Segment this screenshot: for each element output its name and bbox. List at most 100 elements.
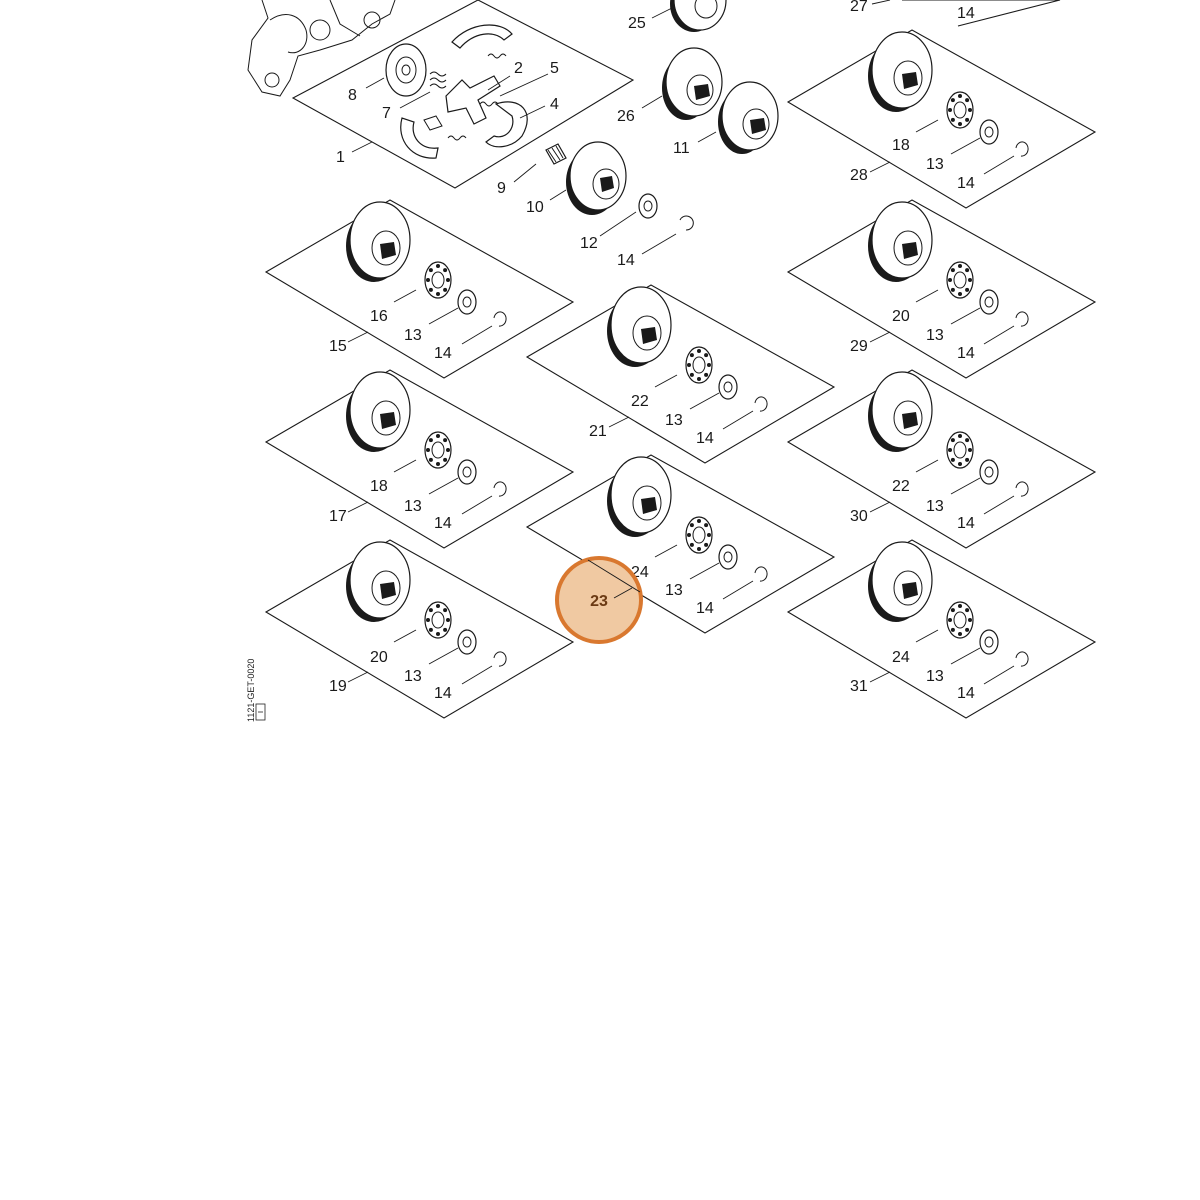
callout-13: 13 <box>926 498 944 515</box>
clutch-drum-part <box>610 286 672 364</box>
washer-part <box>457 289 477 315</box>
callout-1: 1 <box>336 149 345 166</box>
clutch-drum-part <box>349 201 411 279</box>
clutch-assembly-panel <box>247 0 677 255</box>
spring-part <box>429 71 447 89</box>
kit-outline <box>786 539 1097 719</box>
washer-part <box>979 289 999 315</box>
kit-outline <box>525 284 836 464</box>
clutch-drum-part <box>871 201 933 279</box>
clutch-drum-part <box>349 371 411 449</box>
kit-panel-19 <box>264 539 575 719</box>
callout-20: 20 <box>892 308 910 325</box>
kit-panel-21 <box>525 284 836 464</box>
callout-13: 13 <box>926 156 944 173</box>
kit-outline <box>786 199 1097 379</box>
leader-line-23 <box>587 559 641 593</box>
callout-24: 24 <box>892 649 910 666</box>
callout-2: 2 <box>514 60 523 77</box>
e-clip-part <box>1015 311 1029 327</box>
clutch-drum-part <box>871 371 933 449</box>
clutch-drum-part <box>871 541 933 619</box>
e-clip-part <box>1015 481 1029 497</box>
kit-panel-15 <box>264 199 575 379</box>
callout-21: 21 <box>589 423 607 440</box>
clutch-washer-part <box>385 43 427 97</box>
kit-outline <box>786 29 1097 209</box>
callout-14: 14 <box>957 175 975 192</box>
kit-panel-28 <box>786 29 1097 209</box>
callout-23: 23 <box>590 593 608 610</box>
e-clip-part <box>754 566 768 582</box>
rim-sprocket-drum-25 <box>651 0 727 32</box>
clutch-drum-part <box>566 141 627 215</box>
kit-panel-30 <box>786 369 1097 549</box>
callout-31: 31 <box>850 678 868 695</box>
drawing-code-text: 1121-GET-0020 <box>246 659 256 722</box>
callout-9: 9 <box>497 180 506 197</box>
callout-11: 11 <box>673 140 690 157</box>
callout-13: 13 <box>926 668 944 685</box>
callout-14: 14 <box>957 515 975 532</box>
callout-25: 25 <box>628 15 646 32</box>
kit-outline <box>264 539 575 719</box>
washer-part <box>718 544 738 570</box>
kit-outline <box>786 369 1097 549</box>
callout-26: 26 <box>617 108 635 125</box>
e-clip-part <box>493 651 507 667</box>
callout-13: 13 <box>404 668 422 685</box>
callout-13: 13 <box>926 327 944 344</box>
washer-part <box>979 629 999 655</box>
washer-part <box>457 459 477 485</box>
e-clip-part <box>754 396 768 412</box>
rim-sprocket-drum-11 <box>697 81 779 154</box>
rim-sprocket-drum-26 <box>641 47 723 120</box>
kit-panel-31 <box>786 539 1097 719</box>
e-clip-part <box>1015 651 1029 667</box>
callout-5: 5 <box>550 60 559 77</box>
washer-part <box>979 119 999 145</box>
e-clip-part <box>679 215 694 231</box>
e-clip-part <box>493 481 507 497</box>
callout-30: 30 <box>850 508 868 525</box>
kit-outline <box>525 454 836 634</box>
callout-18: 18 <box>892 137 910 154</box>
callout-17: 17 <box>329 508 347 525</box>
callout-18: 18 <box>370 478 388 495</box>
washer-part <box>718 374 738 400</box>
callout-22: 22 <box>892 478 910 495</box>
washer-part <box>979 459 999 485</box>
callout-13: 13 <box>665 582 683 599</box>
callout-14: 14 <box>696 430 714 447</box>
callout-15: 15 <box>329 338 347 355</box>
drawing-code: 1121-GET-0020 <box>246 659 266 722</box>
callout-27: 27 <box>850 0 868 15</box>
callout-14: 14 <box>434 345 452 362</box>
callout-14: 14 <box>696 600 714 617</box>
callout-13: 13 <box>404 327 422 344</box>
callout-4: 4 <box>550 96 559 113</box>
clutch-carrier-part <box>445 75 501 125</box>
callout-14: 14 <box>957 345 975 362</box>
callout-14: 14 <box>957 5 975 22</box>
clutch-drum-part <box>610 456 672 534</box>
highlight-marker[interactable] <box>555 556 643 644</box>
callout-14: 14 <box>434 515 452 532</box>
callout-22: 22 <box>631 393 649 410</box>
callout-20: 20 <box>370 649 388 666</box>
callout-8: 8 <box>348 87 357 104</box>
callout-10: 10 <box>526 199 544 216</box>
callout-19: 19 <box>329 678 347 695</box>
kit-panel-23 <box>525 454 836 634</box>
e-clip-part <box>1015 141 1029 157</box>
callout-7: 7 <box>382 105 391 122</box>
kit-panel-17 <box>264 369 575 549</box>
kit-panel-29 <box>786 199 1097 379</box>
needle-bearing-part <box>545 143 567 165</box>
kit-outline <box>264 199 575 379</box>
callout-14: 14 <box>434 685 452 702</box>
callout-29: 29 <box>850 338 868 355</box>
highlighted-callout-23[interactable]: 23 <box>555 556 643 644</box>
